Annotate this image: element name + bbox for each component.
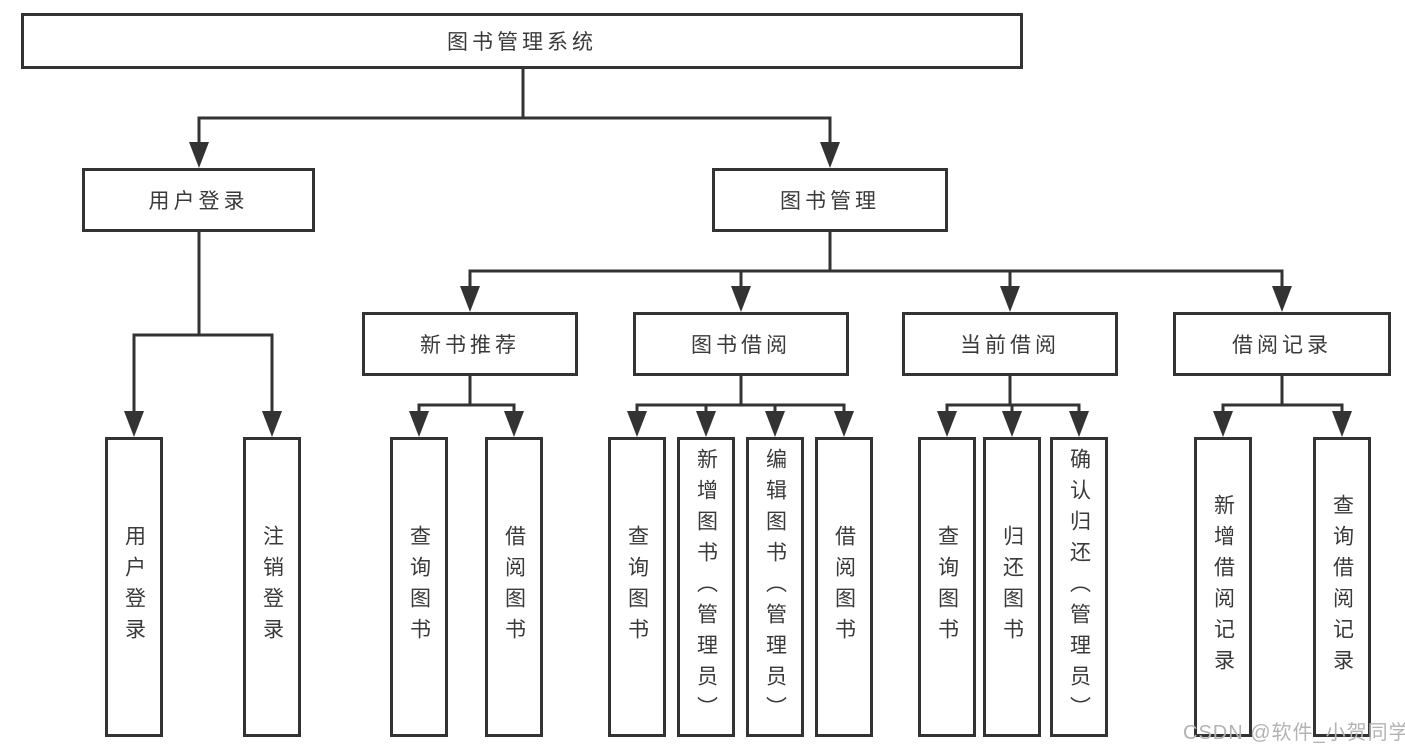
- connector-new-book-children: [409, 376, 524, 437]
- leaf-label: 查询图书: [935, 525, 959, 649]
- arrow-down-icon: [1213, 411, 1233, 437]
- leaf-borrowing-add-books-admin: 新增图书（管理员）: [677, 437, 735, 737]
- connector-book-borrow-children: [627, 376, 854, 437]
- leaf-label: 查询图书: [407, 525, 431, 649]
- arrow-down-icon: [124, 411, 144, 437]
- node-book-borrowing: 图书借阅: [633, 312, 849, 376]
- leaf-label: 确认归还（管理员）: [1067, 447, 1091, 727]
- leaf-label: 借阅图书: [502, 525, 526, 649]
- leaf-newbook-borrow-books: 借阅图书: [485, 437, 543, 737]
- leaf-label: 注销登录: [260, 525, 284, 649]
- leaf-borrowing-borrow-books: 借阅图书: [815, 437, 873, 737]
- leaf-logout-login: 注销登录: [243, 437, 301, 737]
- connector-book-management-children: [460, 232, 1292, 312]
- connector-current-borrow-children: [937, 376, 1089, 437]
- node-borrowing-records: 借阅记录: [1173, 312, 1391, 376]
- csdn-watermark: CSDN @软件_小贺同学: [1183, 722, 1405, 744]
- leaf-label: 编辑图书（管理员）: [763, 447, 787, 727]
- arrow-down-icon: [1272, 286, 1292, 312]
- leaf-borrowing-query-books: 查询图书: [608, 437, 666, 737]
- connector-borrow-records-children: [1213, 376, 1352, 437]
- arrow-down-icon: [1069, 411, 1089, 437]
- arrow-down-icon: [1332, 411, 1352, 437]
- node-new-book-recommendation: 新书推荐: [362, 312, 578, 376]
- arrow-down-icon: [1002, 411, 1022, 437]
- arrow-down-icon: [731, 286, 751, 312]
- arrow-down-icon: [1000, 286, 1020, 312]
- arrow-down-icon: [696, 411, 716, 437]
- leaf-label: 归还图书: [1000, 525, 1024, 649]
- arrow-down-icon: [460, 286, 480, 312]
- leaf-label: 查询借阅记录: [1330, 494, 1354, 680]
- leaf-label: 用户登录: [122, 525, 146, 649]
- leaf-records-add-record: 新增借阅记录: [1194, 437, 1252, 737]
- leaf-current-confirm-return-admin: 确认归还（管理员）: [1050, 437, 1108, 737]
- leaf-current-query-books: 查询图书: [918, 437, 976, 737]
- arrow-down-icon: [765, 411, 785, 437]
- leaf-label: 查询图书: [625, 525, 649, 649]
- arrow-down-icon: [189, 142, 209, 168]
- node-library-management-system: 图书管理系统: [21, 13, 1023, 69]
- leaf-user-login: 用户登录: [105, 437, 163, 737]
- leaf-borrowing-edit-books-admin: 编辑图书（管理员）: [746, 437, 804, 737]
- arrow-down-icon: [820, 142, 840, 168]
- connector-root-to-level2: [189, 69, 840, 168]
- leaf-label: 借阅图书: [832, 525, 856, 649]
- leaf-records-query-record: 查询借阅记录: [1313, 437, 1371, 737]
- connector-user-login-children: [124, 232, 282, 437]
- node-book-management: 图书管理: [712, 168, 948, 232]
- node-user-login: 用户登录: [82, 168, 315, 232]
- arrow-down-icon: [937, 411, 957, 437]
- leaf-label: 新增借阅记录: [1211, 494, 1235, 680]
- arrow-down-icon: [504, 411, 524, 437]
- leaf-label: 新增图书（管理员）: [694, 447, 718, 727]
- arrow-down-icon: [834, 411, 854, 437]
- arrow-down-icon: [409, 411, 429, 437]
- leaf-current-return-books: 归还图书: [983, 437, 1041, 737]
- node-current-borrowing: 当前借阅: [902, 312, 1118, 376]
- arrow-down-icon: [627, 411, 647, 437]
- arrow-down-icon: [262, 411, 282, 437]
- leaf-newbook-query-books: 查询图书: [390, 437, 448, 737]
